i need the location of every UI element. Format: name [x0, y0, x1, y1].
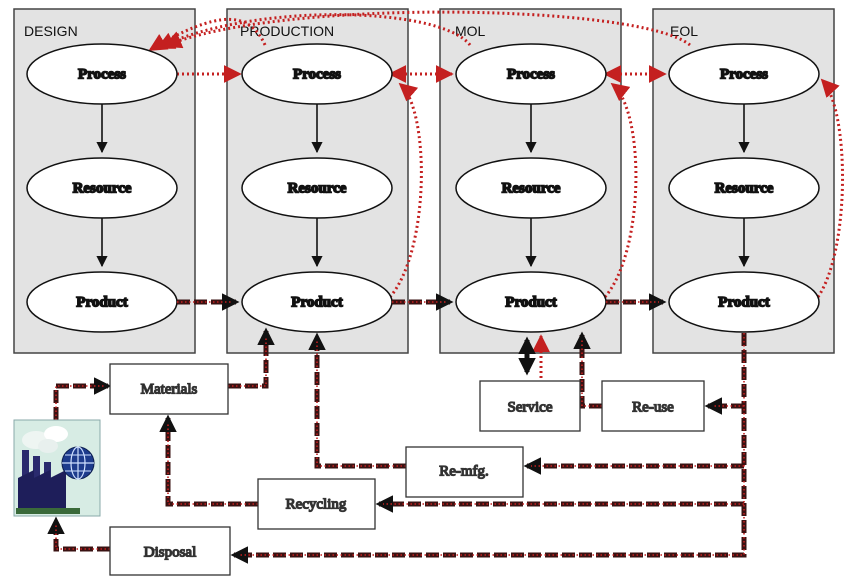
disposal-label: Disposal — [144, 544, 197, 560]
internal-arrows — [96, 102, 750, 268]
node-label: Product — [291, 294, 342, 310]
design-product-node: Product — [26, 271, 178, 333]
production-process-node: Process — [241, 43, 393, 105]
reuse-label: Re-use — [632, 399, 674, 415]
materials-label: Materials — [141, 381, 198, 397]
remfg-label: Re-mfg. — [439, 463, 489, 479]
node-label: Process — [293, 66, 341, 82]
node-label: Product — [76, 294, 127, 310]
phase-label-mol: MOL — [455, 23, 486, 39]
node-label: Process — [507, 66, 555, 82]
production-resource-node: Resource — [241, 157, 393, 219]
design-process-node: Process — [26, 43, 178, 105]
mol-product-node: Product — [455, 271, 607, 333]
mol-process-node: Process — [455, 43, 607, 105]
node-label: Product — [505, 294, 556, 310]
design-resource-node: Resource — [26, 157, 178, 219]
node-label: Process — [78, 66, 126, 82]
remfg-box: Re-mfg. — [405, 446, 524, 498]
recycling-box: Recycling — [257, 478, 376, 530]
reuse-box: Re-use — [601, 380, 705, 432]
disposal-box: Disposal — [109, 526, 231, 576]
node-label: Process — [720, 66, 768, 82]
node-label: Resource — [73, 180, 132, 196]
service-label: Service — [508, 399, 553, 415]
eol-resource-node: Resource — [668, 157, 820, 219]
materials-box: Materials — [109, 363, 229, 415]
node-label: Resource — [288, 180, 347, 196]
service-box: Service — [479, 380, 581, 432]
node-label: Resource — [715, 180, 774, 196]
information-links — [148, 10, 844, 378]
globe-icon — [61, 446, 95, 480]
recycling-label: Recycling — [286, 496, 347, 512]
production-product-node: Product — [241, 271, 393, 333]
mol-resource-node: Resource — [455, 157, 607, 219]
eol-product-node: Product — [668, 271, 820, 333]
phase-label-design: DESIGN — [24, 23, 78, 39]
phase-label-production: PRODUCTION — [240, 23, 334, 39]
material-flows — [47, 293, 747, 564]
node-label: Resource — [502, 180, 561, 196]
eol-process-node: Process — [668, 43, 820, 105]
phase-label-eol: EOL — [670, 23, 698, 39]
node-label: Product — [718, 294, 769, 310]
